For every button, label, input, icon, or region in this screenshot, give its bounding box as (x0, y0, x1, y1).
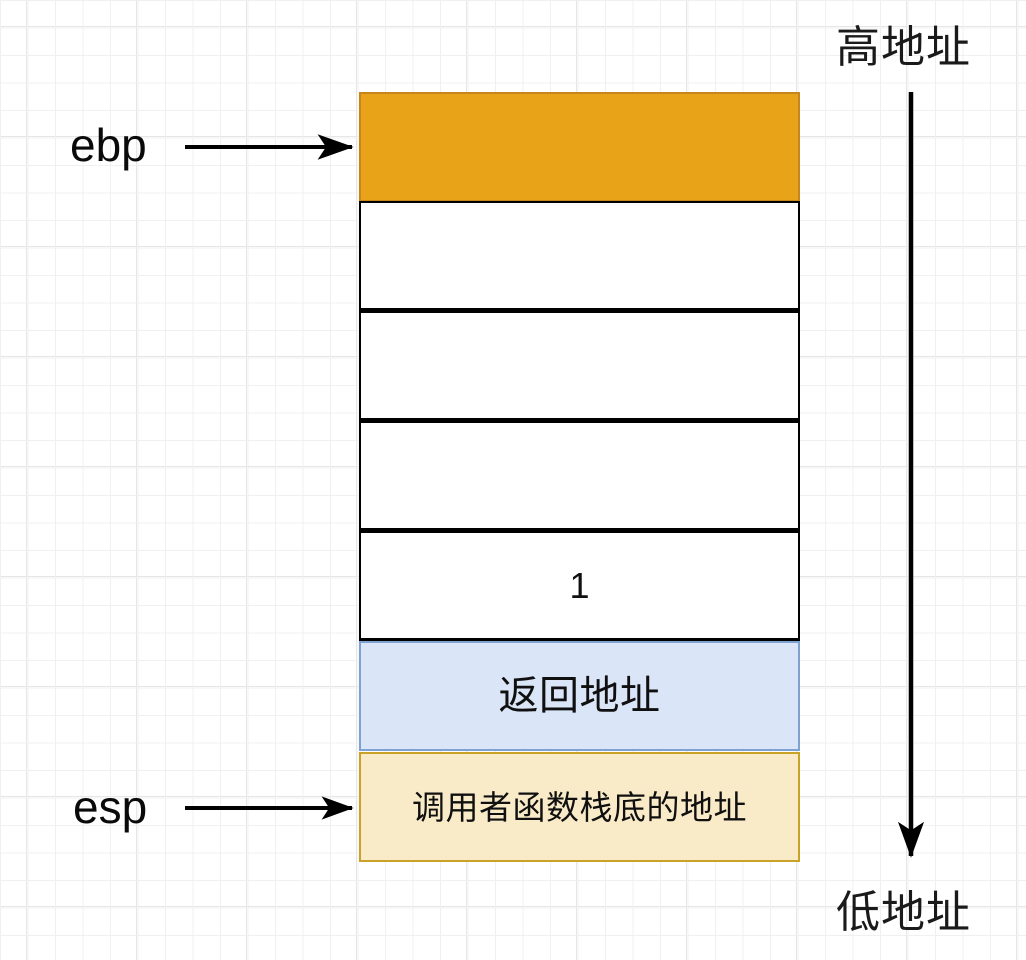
stack-cell-caller-frame-base: 调用者函数栈底的地址 (359, 752, 800, 862)
low-address-label: 低地址 (836, 888, 971, 937)
stack-cell-empty-2 (359, 311, 800, 421)
stack-cell-label: 调用者函数栈底的地址 (412, 788, 747, 826)
register-label-esp: esp (73, 781, 148, 833)
stack-cell-return-address: 返回地址 (359, 641, 800, 751)
stack-cell-value-1: 1 (359, 531, 800, 641)
stack-cell-orange-top (359, 92, 800, 202)
stack-cell-label: 返回地址 (498, 674, 661, 718)
stack-cell-empty-3 (359, 421, 800, 531)
register-label-ebp: ebp (70, 119, 147, 171)
stack-cell-value: 1 (569, 564, 590, 606)
stack-cell-empty-1 (359, 201, 800, 311)
high-address-label: 高地址 (836, 23, 971, 72)
